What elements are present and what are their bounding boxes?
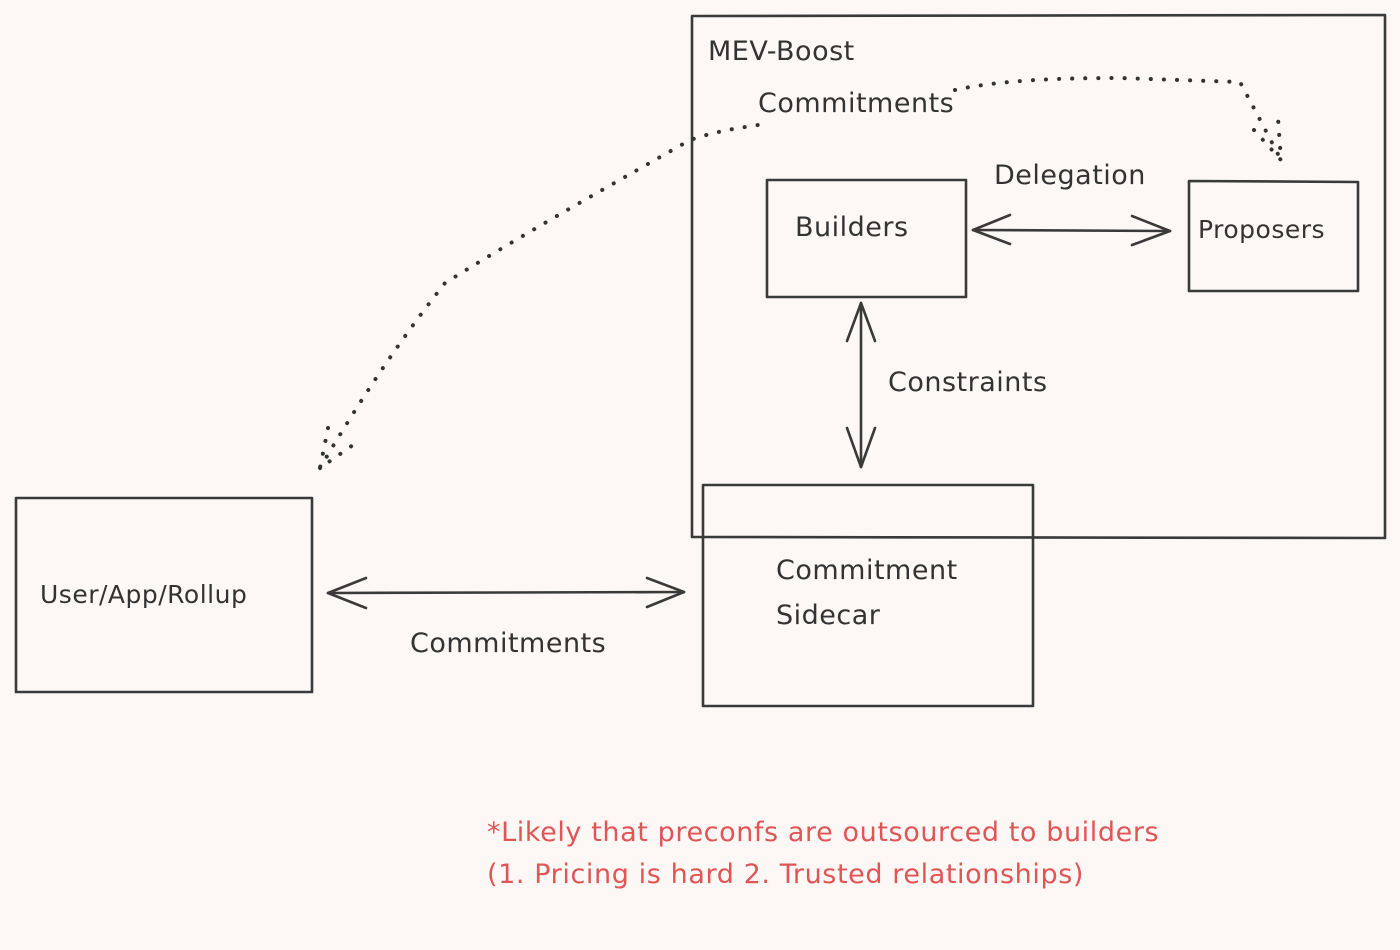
arrowhead-left-icon: [971, 213, 1012, 246]
constraints-arrow: [845, 301, 877, 469]
commitments-dotted-label: Commitments: [758, 88, 955, 119]
arrowhead-user-icon: [317, 426, 355, 473]
builders-box[interactable]: [765, 178, 968, 299]
commitments-direct-arrow: [326, 576, 686, 610]
sidecar-label-line1: Commitment: [776, 555, 958, 586]
arrowhead-up-icon: [845, 301, 877, 343]
user-app-rollup-box[interactable]: [14, 496, 314, 694]
user-app-rollup-label: User/App/Rollup: [40, 580, 248, 609]
arrowhead-right-icon: [1130, 214, 1172, 247]
annotation-line-1: *Likely that preconfs are outsourced to …: [487, 817, 1160, 848]
mev-boost-container[interactable]: [690, 13, 1387, 540]
mev-boost-title: MEV-Boost: [708, 36, 855, 67]
arrowhead-left-icon: [326, 576, 368, 610]
annotation-note: *Likely that preconfs are outsourced to …: [487, 812, 1159, 896]
builders-label: Builders: [795, 212, 909, 243]
sidecar-label-line2: Sidecar: [776, 600, 881, 631]
arrowhead-down-icon: [845, 426, 877, 469]
delegation-label: Delegation: [994, 160, 1146, 191]
constraints-label: Constraints: [888, 367, 1048, 398]
commitment-sidecar-box[interactable]: [701, 483, 1035, 708]
arrowhead-proposers-icon: [1252, 116, 1284, 166]
proposers-label: Proposers: [1198, 215, 1326, 244]
commitments-direct-label: Commitments: [410, 628, 607, 659]
annotation-line-2: (1. Pricing is hard 2. Trusted relations…: [487, 859, 1084, 890]
arrowhead-right-icon: [645, 576, 686, 609]
delegation-arrow: [971, 213, 1172, 247]
proposers-box[interactable]: [1187, 179, 1360, 293]
commitments-dotted-arrow: [317, 75, 1284, 473]
